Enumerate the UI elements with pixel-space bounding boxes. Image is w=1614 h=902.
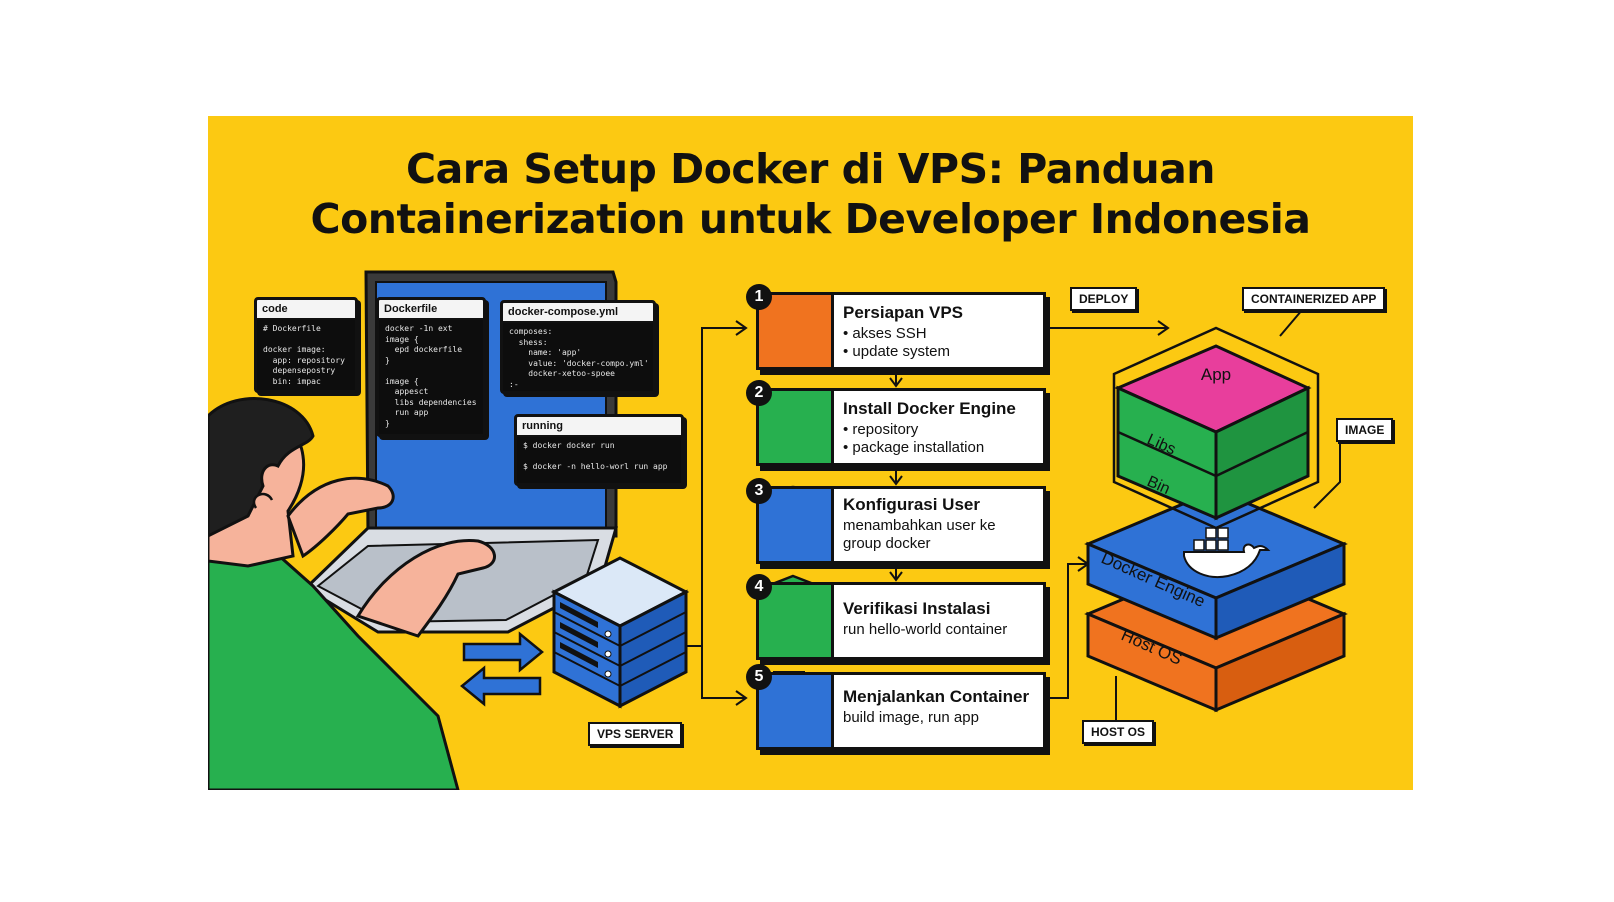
- containerized-app-tag: CONTAINERIZED APP: [1242, 287, 1386, 311]
- title-line-1: Cara Setup Docker di VPS: Panduan: [406, 145, 1216, 193]
- page-title: Cara Setup Docker di VPS: Panduan Contai…: [208, 144, 1413, 244]
- host-os-tag: HOST OS: [1082, 720, 1155, 744]
- developer-person-icon: [208, 397, 496, 790]
- code-window-tab: Dockerfile: [379, 300, 483, 320]
- code-window-dockerfile: Dockerfile docker -1n ext image { epd do…: [376, 297, 486, 437]
- step-icon-box: [759, 295, 834, 367]
- step-number-badge: 2: [746, 380, 772, 406]
- step-icon-box: [759, 585, 834, 657]
- step-2-card: Install Docker Engine • repository • pac…: [756, 388, 1046, 466]
- infographic-poster: Cara Setup Docker di VPS: Panduan Contai…: [208, 116, 1413, 790]
- code-window-tab: docker-compose.yml: [503, 303, 653, 323]
- step-5-card: Menjalankan Container build image, run a…: [756, 672, 1046, 750]
- vps-server-label: VPS SERVER: [588, 722, 683, 746]
- code-window-docker-compose: docker-compose.yml composes: shess: name…: [500, 300, 656, 394]
- vps-server-icon: [550, 556, 690, 709]
- step-detail: build image, run app: [843, 709, 979, 726]
- step-title: Persiapan VPS: [843, 303, 964, 322]
- step-number-badge: 1: [746, 284, 772, 310]
- step-detail: group docker: [843, 535, 931, 552]
- code-window-content: composes: shess: name: 'app' value: 'doc…: [509, 327, 649, 389]
- transfer-arrows-icon: [460, 631, 544, 707]
- step-1-card: Persiapan VPS • akses SSH • update syste…: [756, 292, 1046, 370]
- code-window-tab: running: [517, 417, 681, 437]
- deploy-tag: DEPLOY: [1070, 287, 1138, 311]
- code-window-code: code # Dockerfile docker image: app: rep…: [254, 297, 358, 393]
- step-3-card: Konfigurasi User menambahkan user ke gro…: [756, 486, 1046, 564]
- step-number-badge: 5: [746, 664, 772, 690]
- step-detail: menambahkan user ke: [843, 517, 996, 534]
- container-cube: [1114, 344, 1312, 521]
- code-window-tab: code: [257, 300, 355, 320]
- code-window-content: # Dockerfile docker image: app: reposito…: [263, 324, 345, 386]
- step-4-card: Verifikasi Instalasi run hello-world con…: [756, 582, 1046, 660]
- step-icon-box: [759, 675, 834, 747]
- step-icon-box: [759, 489, 834, 561]
- step-icon-box: [759, 391, 834, 463]
- step-title: Menjalankan Container: [843, 687, 1030, 706]
- layer-label-app: App: [1201, 365, 1231, 384]
- step-detail: • update system: [843, 343, 950, 360]
- step-number-badge: 4: [746, 574, 772, 600]
- step-title: Verifikasi Instalasi: [843, 599, 991, 618]
- code-window-running: running $ docker docker run $ docker -n …: [514, 414, 684, 486]
- image-frame: [1112, 326, 1320, 530]
- code-window-content: $ docker docker run $ docker -n hello-wo…: [523, 441, 668, 471]
- step-detail: • repository: [843, 421, 919, 438]
- code-window-content: docker -1n ext image { epd dockerfile } …: [385, 324, 477, 428]
- step-title: Konfigurasi User: [843, 495, 980, 514]
- step-detail: • akses SSH: [843, 325, 927, 342]
- step-detail: • package installation: [843, 439, 985, 456]
- image-tag: IMAGE: [1336, 418, 1394, 442]
- docker-whale-icon: [1183, 527, 1271, 578]
- step-number-badge: 3: [746, 478, 772, 504]
- title-line-2: Containerization untuk Developer Indones…: [310, 195, 1311, 243]
- step-detail: run hello-world container: [843, 621, 1008, 638]
- step-title: Install Docker Engine: [843, 399, 1016, 418]
